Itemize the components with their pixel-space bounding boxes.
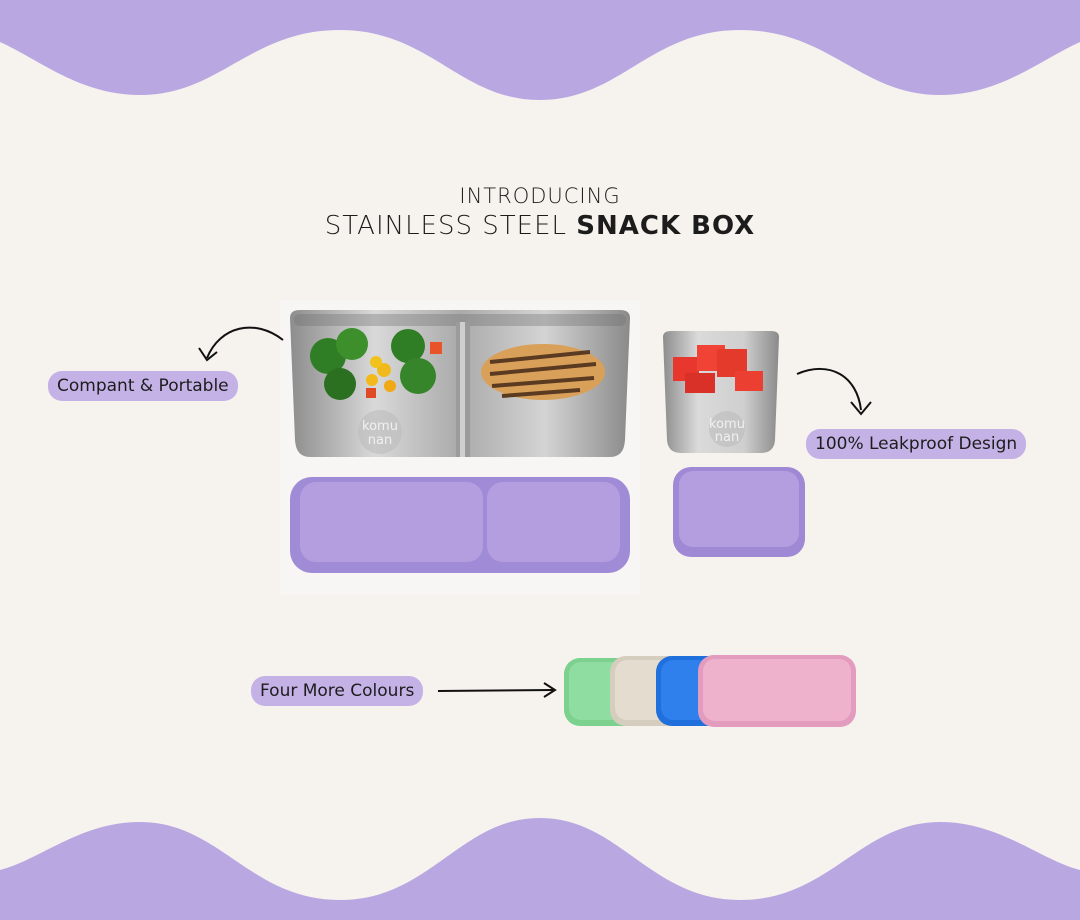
arrow-colours (437, 682, 557, 698)
arrow-leakproof (796, 367, 872, 416)
heading-title-light: STAINLESS STEEL (324, 211, 567, 241)
small-box-brand-line2: nan (715, 430, 739, 445)
bottom-wave (0, 818, 1080, 920)
watermelon-food (673, 345, 763, 393)
top-wave (0, 0, 1080, 100)
feature-leakproof-label: 100% Leakproof Design (806, 429, 1027, 459)
colour-lids-illustration (564, 655, 856, 727)
large-snack-box-illustration: komu nan (280, 300, 640, 595)
small-box-brand-line1: komu (709, 417, 745, 432)
large-box-brand-line2: nan (368, 433, 392, 448)
arrow-compact (198, 326, 284, 362)
vegetables-food (310, 328, 442, 400)
small-snack-box-illustration: komu nan (663, 331, 805, 557)
feature-colours-label: Four More Colours (251, 676, 424, 706)
grilled-patty-food (481, 344, 605, 400)
heading: INTRODUCING STAINLESS STEEL SNACK BOX (0, 182, 1080, 242)
large-box-brand-line1: komu (362, 419, 398, 434)
heading-title-bold: SNACK BOX (576, 211, 756, 241)
heading-kicker: INTRODUCING (459, 184, 621, 208)
heading-title: STAINLESS STEEL SNACK BOX (0, 210, 1080, 242)
feature-compact-label: Compant & Portable (48, 371, 238, 401)
